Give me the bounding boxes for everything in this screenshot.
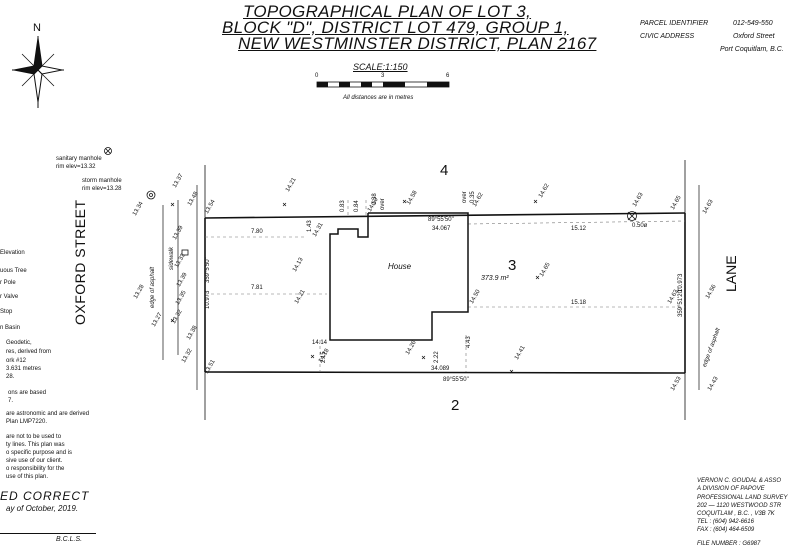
- house-outline: [329, 212, 469, 341]
- setback-sw: 7.81: [251, 285, 263, 291]
- south-length: 34.089: [431, 366, 450, 372]
- datum-note-3: ork #12: [6, 358, 27, 364]
- title-line-3: NEW WESTMINSTER DISTRICT, PLAN 2167: [238, 34, 597, 53]
- water-valve-icon: [181, 249, 189, 256]
- bearing-note-2: 7.: [8, 398, 14, 404]
- north-arrow-icon: [12, 36, 64, 108]
- firm-address-2: COQUITLAM , B.C. , V3B 7K: [697, 511, 775, 517]
- datum-note-1: Geodetic,: [6, 340, 32, 346]
- file-number: FILE NUMBER : G6987: [697, 541, 761, 547]
- bearing-note-4: Plan LMP7220.: [6, 419, 48, 425]
- scale-note: All distances are in metres: [343, 95, 414, 101]
- civic-label: CIVIC ADDRESS: [640, 33, 695, 40]
- scale-tick-6: 6: [446, 73, 450, 79]
- civic-line-1: Oxford Street: [733, 33, 775, 40]
- firm-type: PROFESSIONAL LAND SURVEY: [697, 495, 788, 501]
- disclaimer-5: o responsibility for the: [6, 466, 65, 472]
- disclaimer-2: ty lines. This plan was: [6, 442, 65, 448]
- setback-se: 15.18: [571, 300, 587, 306]
- south-bearing: 89°55'50": [443, 377, 469, 383]
- bcls-label: B.C.L.S.: [56, 536, 83, 543]
- firm-name: VERNON C. GOUDAL & ASSO: [697, 478, 782, 484]
- datum-note-5: 28.: [6, 374, 15, 380]
- sanitary-manhole-icon: [104, 147, 112, 155]
- title-line-1: TOPOGRAPHICAL PLAN OF LOT 3,: [243, 2, 532, 21]
- dim-over-2: over: [462, 191, 468, 203]
- setback-nw: 7.80: [251, 229, 263, 235]
- lot-boundary: [204, 212, 686, 374]
- lot-4-label: 4: [440, 162, 449, 179]
- bearing-note-3: are astronomic and are derived: [6, 411, 90, 417]
- cert-date: ay of October, 2019.: [6, 504, 79, 513]
- sanitary-manhole-label: sanitary manhole: [56, 156, 102, 162]
- scale-tick-3: 3: [381, 73, 385, 79]
- dim-over-1: over: [380, 198, 386, 210]
- storm-manhole-label: storm manhole: [82, 178, 122, 184]
- dim-222: 2.22: [434, 351, 440, 363]
- tree-icon: [627, 211, 637, 221]
- pid-value: 012-549-550: [733, 20, 773, 27]
- cert-heading: ED CORRECT: [0, 489, 90, 503]
- dim-143: 1.43: [307, 220, 313, 232]
- elev: 14.14: [312, 340, 328, 346]
- setback-lines: [205, 200, 686, 372]
- legend-item: r Pole: [0, 280, 16, 286]
- adjacent-lot-lines: [204, 160, 686, 420]
- asphalt-label-west: edge of asphalt: [150, 266, 156, 308]
- scale-label: SCALE:1:150: [353, 62, 408, 72]
- lot-3-label: 3: [508, 257, 517, 274]
- road-lines: [162, 185, 700, 390]
- west-length: 10.973: [205, 290, 211, 309]
- firm-tel: TEL : (604) 942-6616: [697, 519, 754, 525]
- disclaimer-6: use of this plan.: [6, 474, 49, 480]
- storm-manhole-icon: [146, 190, 156, 200]
- firm-division: A DIVISION OF PAPOVE: [697, 486, 765, 492]
- bearing-note-1: ons are based: [8, 390, 47, 396]
- pid-label: PARCEL IDENTIFIER: [640, 20, 709, 27]
- dim-443: 4.43: [466, 336, 472, 348]
- disclaimer-3: o specific purpose and is: [6, 450, 73, 456]
- legend-item: Stop: [0, 309, 13, 315]
- elevation-marks: [170, 199, 540, 374]
- legend-item: uous Tree: [0, 268, 27, 274]
- datum-note-2: res, derived from: [6, 349, 52, 355]
- scale-tick-0: 0: [315, 73, 319, 79]
- legend-item: Elevation: [0, 250, 25, 256]
- title-line-2: BLOCK "D", DISTRICT LOT 479, GROUP 1,: [222, 18, 569, 37]
- north-length: 34.067: [432, 226, 451, 232]
- datum-note-4: 3.631 metres: [6, 366, 42, 372]
- sanitary-manhole-rim: rim elev=13.32: [56, 164, 96, 170]
- house-label: House: [388, 262, 412, 271]
- lot-2-label: 2: [451, 397, 460, 414]
- signature-line: [0, 533, 96, 534]
- street-label-east: LANE: [723, 255, 739, 292]
- firm-address-1: 202 — 1120 WESTWOOD STR: [697, 503, 782, 509]
- civic-line-2: Port Coquitlam, B.C.: [720, 46, 784, 53]
- firm-fax: FAX : (604) 464-6509: [697, 527, 755, 533]
- north-bearing: 89°55'50": [428, 217, 454, 223]
- disclaimer-1: are not to be used to: [6, 434, 62, 440]
- storm-manhole-rim: rim elev=13.28: [82, 186, 122, 192]
- scale-bar: [316, 81, 450, 88]
- legend-item: n Basin: [0, 325, 21, 331]
- west-bearing: 359°5'50": [205, 257, 211, 283]
- legend-item: r Valve: [0, 294, 19, 300]
- disclaimer-4: sive use of our client.: [6, 458, 63, 464]
- setback-ne: 15.12: [571, 226, 587, 232]
- north-label: N: [33, 22, 41, 34]
- dim-084: 0.84: [354, 200, 360, 212]
- lot-3-area: 373.9 m²: [481, 275, 509, 282]
- dim-083: 0.83: [340, 200, 346, 212]
- street-label-west: OXFORD STREET: [72, 199, 88, 325]
- tree-size: 0.50ø: [632, 223, 648, 229]
